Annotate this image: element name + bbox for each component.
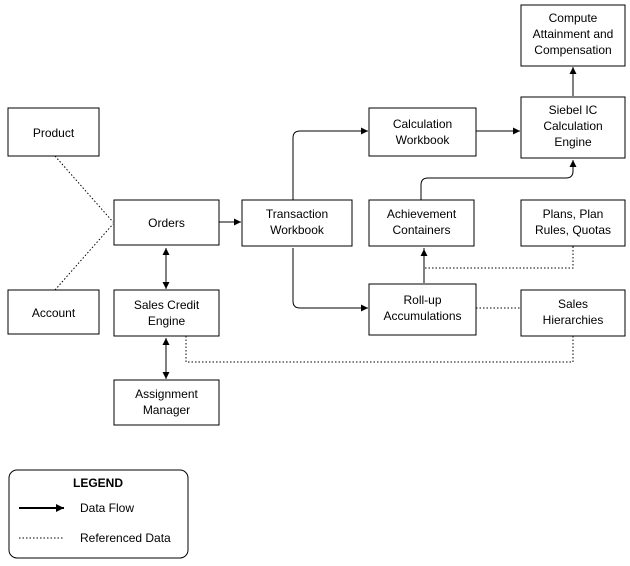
node-account: Account (7, 289, 100, 335)
sales-credit-engine-label-line1: Sales Credit (134, 298, 200, 312)
compute-attainment-label-line2: Attainment and (533, 27, 614, 41)
legend-data-flow-label: Data Flow (80, 501, 134, 515)
compute-attainment-label-line1: Compute (549, 11, 598, 25)
calculation-workbook-label-line2: Workbook (396, 133, 451, 147)
node-compute-attainment: Compute Attainment and Compensation (520, 4, 626, 67)
plans-achievement-reference (423, 246, 574, 269)
plans-rules-quotas-label-line2: Rules, Quotas (535, 223, 611, 237)
achievement-containers-label-line2: Containers (392, 223, 450, 237)
siebel-ic-engine-label-line1: Siebel IC (549, 103, 598, 117)
data-flow-connectors (162, 67, 577, 379)
account-label: Account (32, 306, 76, 320)
compute-attainment-label-line3: Compensation (534, 43, 611, 57)
orders-box (113, 199, 220, 246)
node-plans-rules-quotas: Plans, Plan Rules, Quotas (520, 199, 626, 247)
sales-credit-engine-box (113, 289, 220, 337)
product-label: Product (33, 126, 75, 140)
legend: LEGEND Data Flow Referenced Data (8, 469, 189, 559)
transaction-workbook-label-line1: Transaction (266, 207, 328, 221)
rollup-accumulations-label-line1: Roll-up (403, 293, 441, 307)
node-transaction-workbook: Transaction Workbook (241, 199, 353, 247)
account-orders-reference (54, 223, 114, 291)
assignment-manager-label-line2: Manager (143, 403, 190, 417)
transaction-to-rollup-arrow (292, 248, 368, 312)
node-rollup-accumulations: Roll-up Accumulations (368, 283, 477, 336)
siebel-ic-engine-box (520, 96, 626, 159)
sales-credit-engine-label-line2: Engine (148, 314, 186, 328)
rollup-accumulations-box (368, 283, 477, 336)
sales-credit-hierarchies-reference (185, 336, 574, 363)
siebel-ic-engine-label-line3: Engine (554, 135, 592, 149)
legend-title: LEGEND (73, 476, 123, 490)
node-achievement-containers: Achievement Containers (368, 199, 475, 247)
assignment-manager-label-line1: Assignment (135, 387, 198, 401)
compute-attainment-box (520, 4, 626, 67)
sales-hierarchies-box (520, 289, 626, 337)
account-box (7, 289, 100, 335)
sales-hierarchies-label-line2: Hierarchies (543, 313, 604, 327)
sales-hierarchies-label-line1: Sales (558, 297, 588, 311)
legend-box (8, 469, 189, 559)
siebel-ic-engine-label-line2: Calculation (543, 119, 602, 133)
calculation-workbook-box (368, 107, 477, 157)
legend-referenced-data-label: Referenced Data (80, 531, 171, 545)
product-orders-reference (54, 155, 114, 223)
plans-rules-quotas-box (520, 199, 626, 247)
node-assignment-manager: Assignment Manager (113, 379, 220, 426)
node-sales-hierarchies: Sales Hierarchies (520, 289, 626, 337)
transaction-workbook-label-line2: Workbook (270, 223, 325, 237)
product-box (7, 107, 100, 157)
achievement-to-engine-arrow (420, 160, 577, 200)
achievement-containers-box (368, 199, 475, 247)
orders-label: Orders (148, 216, 185, 230)
plans-rules-quotas-label-line1: Plans, Plan (543, 207, 604, 221)
node-product: Product (7, 107, 100, 157)
calculation-workbook-label-line1: Calculation (393, 117, 452, 131)
node-orders: Orders (113, 199, 220, 246)
transaction-to-calculation-arrow (292, 127, 368, 200)
transaction-workbook-box (241, 199, 353, 247)
referenced-data-connectors (54, 155, 574, 363)
node-sales-credit-engine: Sales Credit Engine (113, 289, 220, 337)
rollup-accumulations-label-line2: Accumulations (383, 309, 461, 323)
achievement-containers-label-line1: Achievement (387, 207, 457, 221)
node-siebel-ic-engine: Siebel IC Calculation Engine (520, 96, 626, 159)
node-calculation-workbook: Calculation Workbook (368, 107, 477, 157)
assignment-manager-box (113, 379, 220, 426)
